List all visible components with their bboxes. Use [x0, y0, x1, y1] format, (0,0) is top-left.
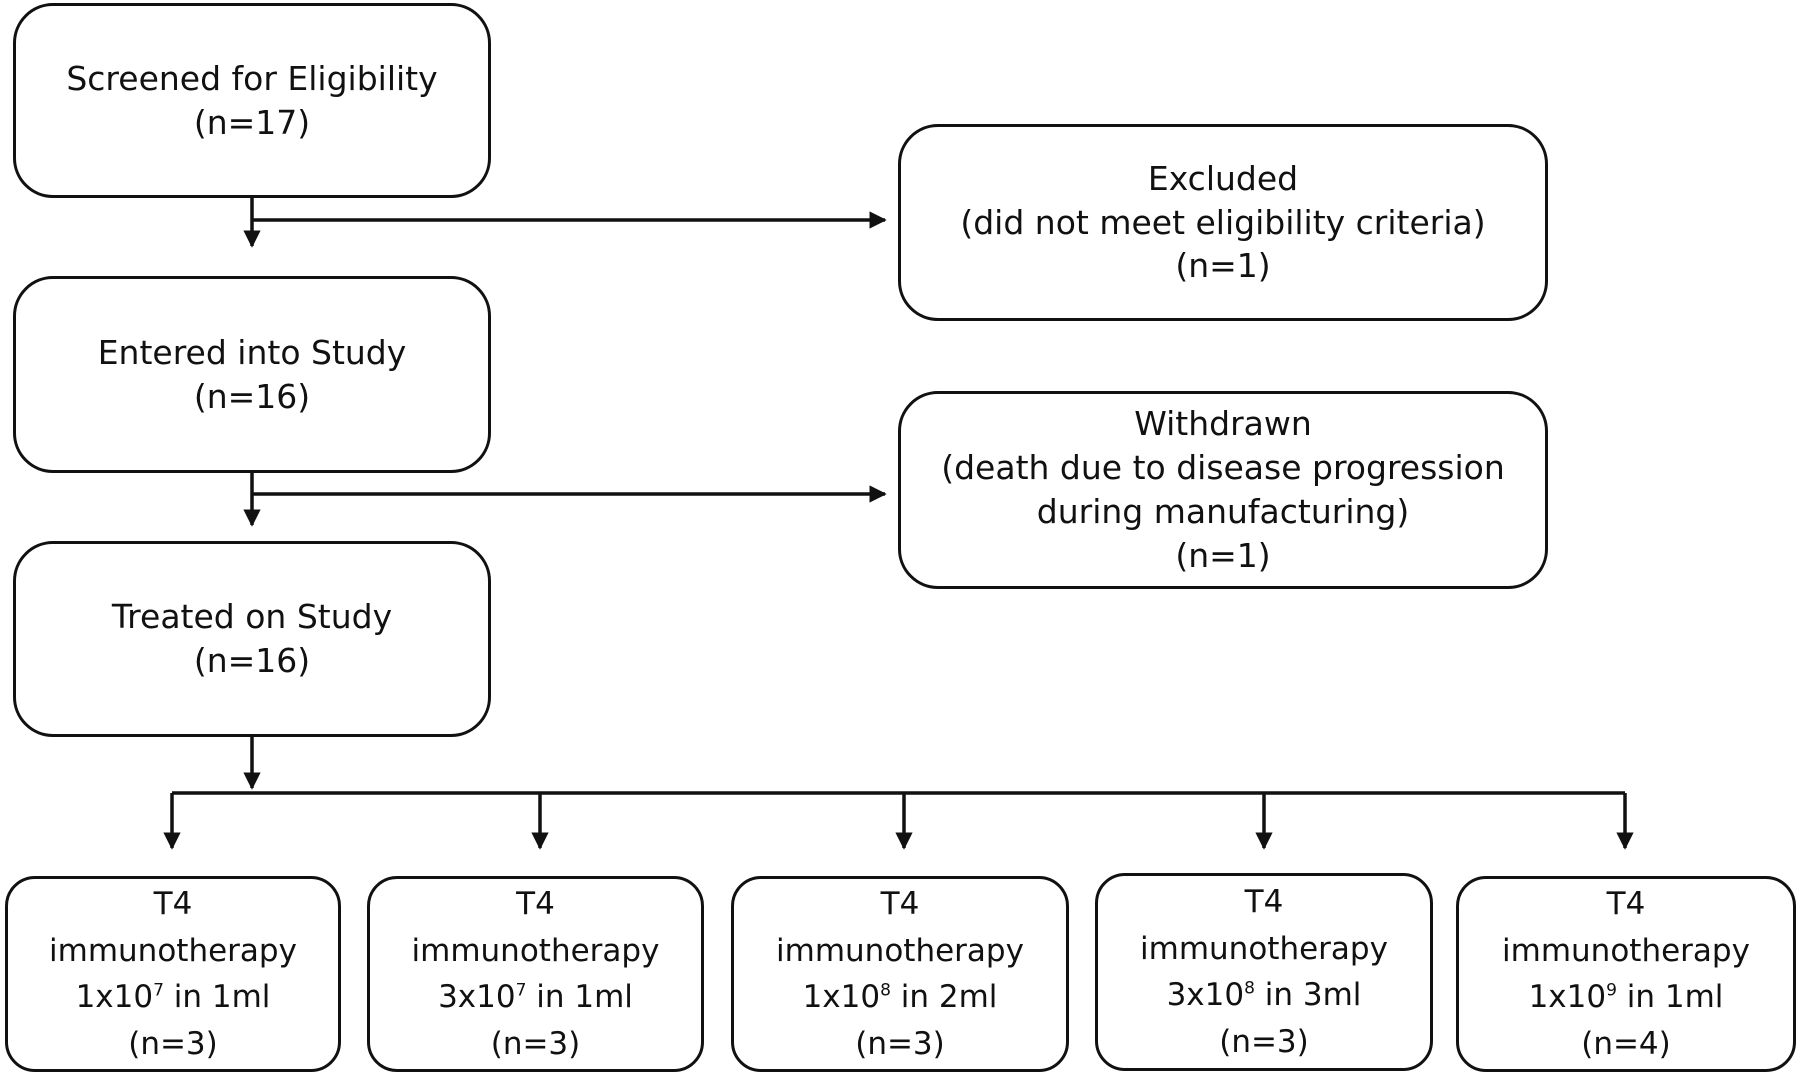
- arm-treatment: immunotherapy: [49, 932, 297, 969]
- entered-box: Entered into Study (n=16): [13, 276, 491, 473]
- arm-dose-base: 3x10: [438, 979, 516, 1015]
- arm-dose-volume: in 1ml: [1616, 979, 1724, 1015]
- arm-label: T4: [153, 886, 193, 922]
- excluded-reason: (did not meet eligibility criteria): [960, 202, 1486, 242]
- entered-title: Entered into Study: [97, 332, 407, 372]
- arm-count: (n=3): [128, 1025, 218, 1062]
- treated-box: Treated on Study (n=16): [13, 541, 491, 737]
- arm-dose-exponent: 7: [153, 980, 164, 1001]
- arm-dose-exponent: 9: [1606, 980, 1617, 1001]
- arm-dose-base: 1x10: [75, 979, 154, 1015]
- dose-arm-box: T4 immunotherapy 1x107 in 1ml (n=3): [5, 876, 341, 1072]
- screened-title: Screened for Eligibility: [66, 58, 438, 98]
- arm-treatment: immunotherapy: [411, 932, 660, 969]
- arm-dose: 3x107 in 1ml: [438, 974, 633, 1021]
- excluded-title: Excluded: [1147, 158, 1299, 198]
- screened-count: (n=17): [193, 102, 311, 142]
- arm-dose: 1x108 in 2ml: [803, 974, 998, 1021]
- dose-arm-box: T4 immunotherapy 1x108 in 2ml (n=3): [731, 876, 1069, 1072]
- arm-count: (n=3): [490, 1025, 581, 1062]
- arm-dose: 1x107 in 1ml: [76, 974, 271, 1021]
- dose-arm-box: T4 immunotherapy 3x108 in 3ml (n=3): [1095, 873, 1433, 1071]
- arm-dose-exponent: 8: [1244, 978, 1255, 999]
- withdrawn-count: (n=1): [1175, 535, 1271, 575]
- screened-box: Screened for Eligibility (n=17): [13, 3, 491, 198]
- arm-dose-base: 1x10: [1528, 979, 1607, 1015]
- arm-label: T4: [1244, 884, 1284, 920]
- arm-treatment: immunotherapy: [776, 932, 1024, 969]
- arm-dose-exponent: 8: [880, 980, 891, 1001]
- dose-arm-box: T4 immunotherapy 1x109 in 1ml (n=4): [1456, 876, 1796, 1072]
- dose-arm-box: T4 immunotherapy 3x107 in 1ml (n=3): [367, 876, 704, 1072]
- arm-dose-volume: in 1ml: [163, 979, 271, 1015]
- arm-dose-base: 3x10: [1166, 977, 1245, 1013]
- arm-label: T4: [516, 886, 555, 922]
- arm-dose-volume: in 1ml: [526, 979, 633, 1015]
- arm-dose: 3x108 in 3ml: [1167, 972, 1362, 1019]
- arm-treatment: immunotherapy: [1502, 932, 1750, 969]
- withdrawn-box: Withdrawn (death due to disease progress…: [898, 391, 1548, 589]
- arm-dose-volume: in 2ml: [890, 979, 998, 1015]
- arm-treatment: immunotherapy: [1140, 930, 1388, 967]
- excluded-box: Excluded (did not meet eligibility crite…: [898, 124, 1548, 321]
- withdrawn-title: Withdrawn: [1134, 404, 1312, 444]
- arm-label: T4: [1606, 886, 1646, 922]
- arm-count: (n=3): [855, 1025, 945, 1062]
- arm-label: T4: [880, 886, 920, 922]
- arm-count: (n=3): [1219, 1023, 1309, 1060]
- arm-dose: 1x109 in 1ml: [1529, 974, 1724, 1021]
- treated-count: (n=16): [193, 641, 311, 680]
- arm-dose-exponent: 7: [515, 980, 527, 1001]
- withdrawn-reason-line1: (death due to disease progression: [941, 448, 1505, 488]
- entered-count: (n=16): [193, 376, 311, 416]
- excluded-count: (n=1): [1175, 246, 1271, 286]
- arm-dose-volume: in 3ml: [1254, 977, 1362, 1013]
- arm-count: (n=4): [1581, 1025, 1671, 1062]
- treated-title: Treated on Study: [111, 597, 393, 637]
- arm-dose-base: 1x10: [802, 979, 881, 1015]
- withdrawn-reason-line2: during manufacturing): [1036, 492, 1410, 531]
